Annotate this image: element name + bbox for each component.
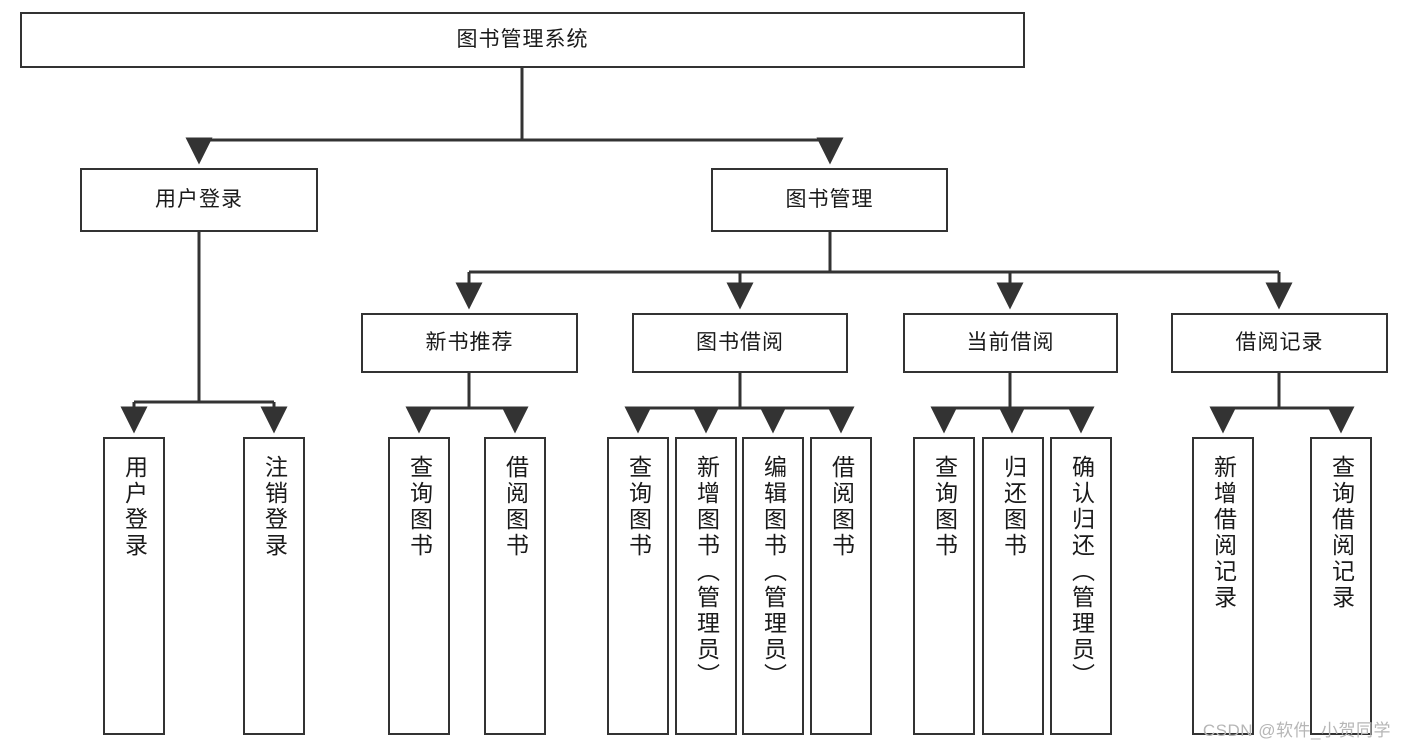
node-leaf-8-label: 借阅图书: [828, 455, 855, 559]
edge-newbooks-to-leaves: [405, 373, 529, 434]
node-leaf-4-label: 借阅图书: [502, 455, 529, 559]
node-level3-1[interactable]: 新书推荐: [361, 313, 578, 373]
node-level3-2-label: 图书借阅: [696, 330, 784, 354]
node-level2-1[interactable]: 用户登录: [80, 168, 318, 232]
node-leaf-11[interactable]: 确认归还（管理员）: [1050, 437, 1112, 735]
node-leaf-8[interactable]: 借阅图书: [810, 437, 872, 735]
edge-borrow-to-leaves: [624, 373, 855, 434]
edge-login-to-leaves: [120, 232, 288, 434]
node-leaf-5-label: 查询图书: [625, 455, 652, 559]
node-root-label: 图书管理系统: [456, 27, 589, 51]
node-level3-4-label: 借阅记录: [1235, 330, 1324, 354]
node-leaf-5[interactable]: 查询图书: [607, 437, 669, 735]
node-leaf-6[interactable]: 新增图书（管理员）: [675, 437, 737, 735]
node-leaf-2[interactable]: 注销登录: [243, 437, 305, 735]
node-leaf-3-label: 查询图书: [406, 455, 433, 559]
node-level2-2[interactable]: 图书管理: [711, 168, 948, 232]
node-root[interactable]: 图书管理系统: [20, 12, 1025, 68]
node-leaf-2-label: 注销登录: [261, 455, 288, 559]
node-level3-3-label: 当前借阅: [966, 330, 1055, 354]
node-leaf-10-label: 归还图书: [1000, 455, 1027, 559]
edge-books-to-level3: [455, 232, 1293, 310]
node-leaf-11-label: 确认归还（管理员）: [1068, 455, 1095, 689]
node-level2-1-label: 用户登录: [155, 187, 243, 211]
edge-current-to-leaves: [930, 373, 1095, 434]
node-leaf-1-label: 用户登录: [121, 455, 148, 559]
node-level3-1-label: 新书推荐: [425, 330, 514, 354]
node-leaf-13[interactable]: 查询借阅记录: [1310, 437, 1372, 735]
node-leaf-7[interactable]: 编辑图书（管理员）: [742, 437, 804, 735]
node-leaf-7-label: 编辑图书（管理员）: [760, 455, 787, 689]
node-level3-4[interactable]: 借阅记录: [1171, 313, 1388, 373]
node-level2-2-label: 图书管理: [785, 187, 874, 211]
watermark: CSDN @软件_小贺同学: [1202, 721, 1391, 740]
node-leaf-12-label: 新增借阅记录: [1210, 455, 1237, 611]
node-leaf-3[interactable]: 查询图书: [388, 437, 450, 735]
node-leaf-9-label: 查询图书: [931, 455, 958, 559]
node-level3-2[interactable]: 图书借阅: [632, 313, 848, 373]
node-leaf-1[interactable]: 用户登录: [103, 437, 165, 735]
edge-records-to-leaves: [1209, 373, 1355, 434]
node-leaf-6-label: 新增图书（管理员）: [693, 455, 720, 689]
node-leaf-9[interactable]: 查询图书: [913, 437, 975, 735]
node-leaf-10[interactable]: 归还图书: [982, 437, 1044, 735]
node-leaf-4[interactable]: 借阅图书: [484, 437, 546, 735]
node-level3-3[interactable]: 当前借阅: [903, 313, 1118, 373]
node-leaf-12[interactable]: 新增借阅记录: [1192, 437, 1254, 735]
edge-root-to-level2: [185, 68, 844, 165]
node-leaf-13-label: 查询借阅记录: [1328, 455, 1355, 611]
